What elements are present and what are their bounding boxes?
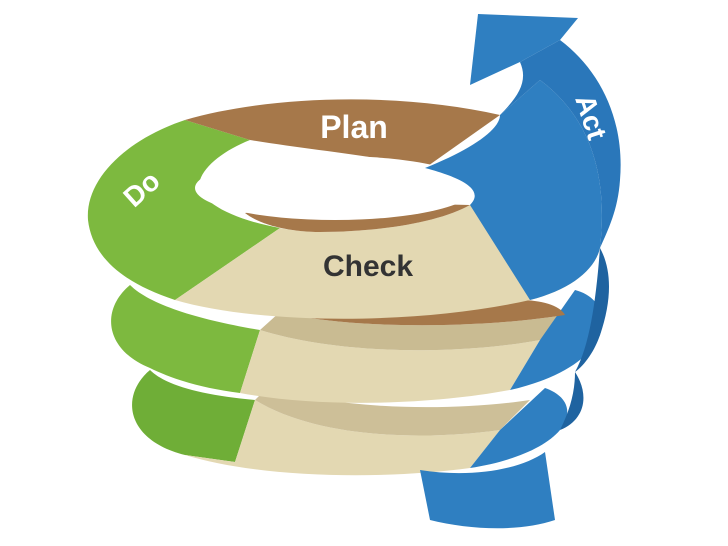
act-right-edge <box>575 248 609 372</box>
coil-bottom-act-segment <box>470 388 568 468</box>
act-band-body <box>425 80 602 300</box>
coil-bottom-check-shadow <box>255 385 530 436</box>
top-plan-segment <box>185 99 500 168</box>
coil-middle-act-segment <box>510 290 603 390</box>
plan-label: Plan <box>320 109 388 145</box>
act-arrow-shaft <box>500 40 621 248</box>
act-arrow-head <box>470 14 578 85</box>
check-label: Check <box>323 250 413 283</box>
top-ring-hole <box>195 156 475 220</box>
act-band <box>420 14 621 529</box>
coil-middle-check-segment <box>240 330 540 403</box>
coil-bottom <box>132 370 568 476</box>
coil-middle-check-shadow <box>260 312 565 351</box>
coil-bottom-do-segment <box>132 370 255 462</box>
coil-middle-do-segment <box>111 285 260 393</box>
coil-bottom-check-segment <box>185 400 500 476</box>
top-do-segment <box>87 120 280 300</box>
coil-top <box>87 99 600 319</box>
act-lower-tail <box>420 452 555 529</box>
act-right-edge-lower <box>560 372 584 430</box>
